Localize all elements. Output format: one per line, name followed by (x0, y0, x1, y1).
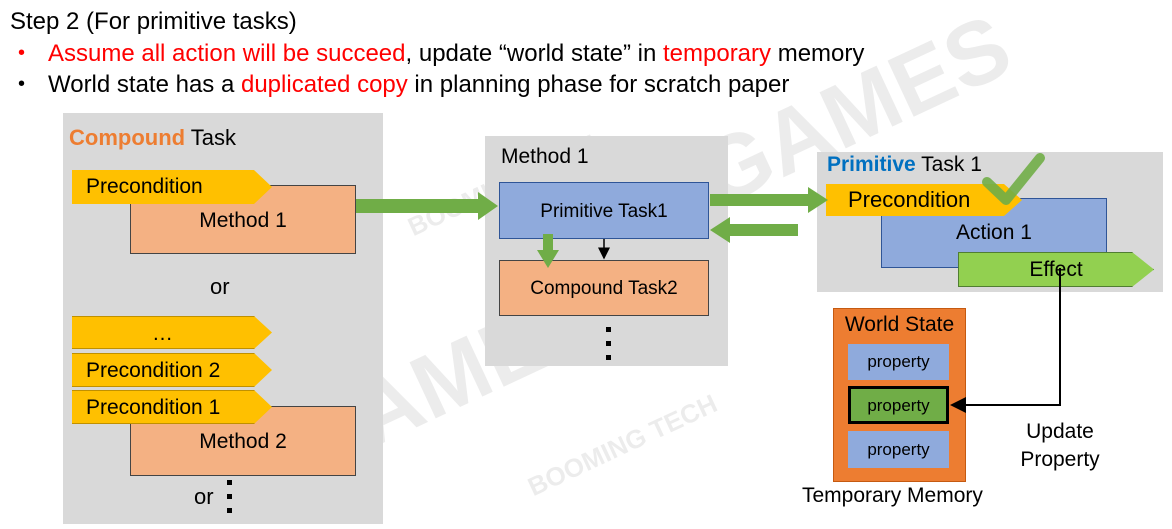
arrow-down-green (537, 234, 559, 268)
bullet2-text-2: in planning phase for scratch paper (407, 71, 790, 98)
precondition-tag: Precondition (72, 170, 272, 204)
task-word: Task (185, 125, 237, 150)
bullet2-highlight: duplicated copy (240, 71, 408, 98)
vertical-ellipsis (606, 327, 612, 363)
step-title: Step 2 (For primitive tasks) (10, 8, 297, 35)
bullet-line-1: Assume all action will be succeed, updat… (48, 40, 864, 68)
bullet-dot: • (18, 42, 26, 64)
primitive-task-1-box: Primitive Task1 (499, 182, 709, 239)
update-connector (950, 268, 1061, 413)
update-label-line1: Update (1026, 420, 1094, 443)
primitive-task-title: Primitive Task 1 (827, 153, 982, 177)
property-3: property (848, 431, 949, 468)
compound-task-2-box: Compound Task2 (499, 260, 709, 316)
primitive-keyword: Primitive (827, 153, 916, 176)
property-1: property (848, 344, 949, 380)
arrow-method-to-primitive (710, 187, 828, 213)
property-2-updated: property (848, 386, 949, 424)
precondition-1-tag: Precondition 1 (72, 390, 272, 424)
bullet-line-2: World state has a duplicated copy in pla… (48, 71, 789, 99)
arrow-primitive-return (710, 217, 798, 243)
precondition-2-tag: Precondition 2 (72, 353, 272, 387)
vertical-ellipsis (227, 480, 233, 516)
compound-keyword: Compound (69, 125, 186, 150)
update-property-label: Update Property (1010, 418, 1110, 474)
method-panel-title: Method 1 (501, 145, 589, 168)
bullet2-text: World state has a (48, 71, 241, 98)
effect-tag: Effect (958, 252, 1154, 287)
ellipsis-tag: … (72, 316, 272, 349)
bullet1-text: , update “world state” in (405, 40, 663, 67)
bullet1-text-2: memory (771, 40, 865, 67)
temporary-memory-caption: Temporary Memory (802, 484, 983, 507)
checkmark-icon (982, 153, 1045, 205)
compound-task-title: Compound Task (69, 125, 236, 151)
bullet-dot: • (18, 73, 26, 95)
or-label: or (210, 274, 230, 299)
update-label-line2: Property (1020, 448, 1100, 471)
or-label-2: or (194, 484, 214, 509)
task-word: Task 1 (915, 153, 982, 176)
bullet1-highlight: Assume all action will be succeed (48, 40, 406, 67)
arrow-compound-to-method (356, 192, 498, 220)
bullet1-highlight-2: temporary (662, 40, 772, 67)
world-state-title: World State (844, 313, 955, 336)
